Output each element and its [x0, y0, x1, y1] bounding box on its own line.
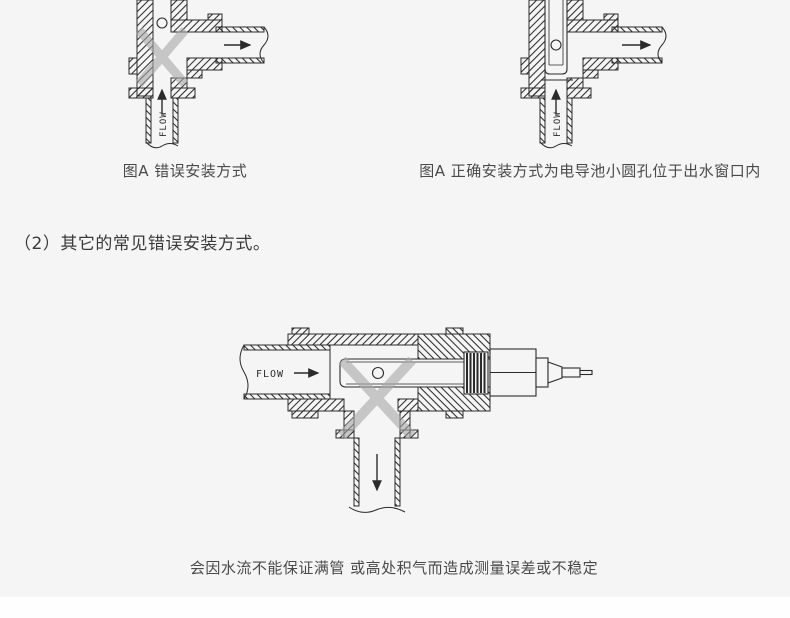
figure-a-wrong-diagram: FLOW	[128, 0, 269, 149]
flow-label: FLOW	[159, 111, 169, 137]
sensor-thread-and-connector	[463, 348, 593, 397]
tee-fitting-body	[520, 0, 619, 99]
tee-fitting-body	[287, 327, 419, 419]
figure-tee-wrong-caption: 会因水流不能保证满管 或高处积气而造成测量误差或不稳定	[189, 559, 599, 577]
figure-a-correct-caption: 图A 正确安装方式为电导池小圆孔位于出水窗口内	[419, 162, 761, 180]
pipe-break	[145, 141, 179, 149]
pipe-break	[259, 26, 269, 64]
section-heading: （2）其它的常见错误安装方式。	[14, 234, 271, 254]
flow-label: FLOW	[553, 111, 563, 137]
inlet-pipe: FLOW	[239, 344, 331, 400]
electrode-hole	[550, 39, 562, 51]
figure-tee-wrong-diagram: FLOW	[239, 327, 593, 513]
electrode-hole	[156, 17, 168, 29]
cable-tip	[579, 369, 593, 376]
page-bottom-strip	[0, 597, 790, 618]
pipe-break	[539, 141, 573, 149]
outlet-pipe	[611, 26, 667, 64]
inlet-pipe: FLOW	[539, 79, 573, 149]
x-mark-icon	[338, 356, 416, 440]
electrode-hole	[371, 366, 385, 380]
figure-a-wrong-caption: 图A 错误安装方式	[122, 162, 248, 180]
outlet-pipe	[215, 26, 269, 64]
sensor-probe	[544, 0, 568, 75]
x-mark-icon	[135, 27, 189, 87]
pipe-break	[239, 344, 249, 400]
pipe-break	[348, 506, 406, 513]
inlet-pipe: FLOW	[145, 88, 179, 149]
flow-label: FLOW	[256, 369, 284, 380]
pipe-break	[657, 26, 667, 64]
figure-a-correct-diagram: FLOW	[520, 0, 667, 149]
